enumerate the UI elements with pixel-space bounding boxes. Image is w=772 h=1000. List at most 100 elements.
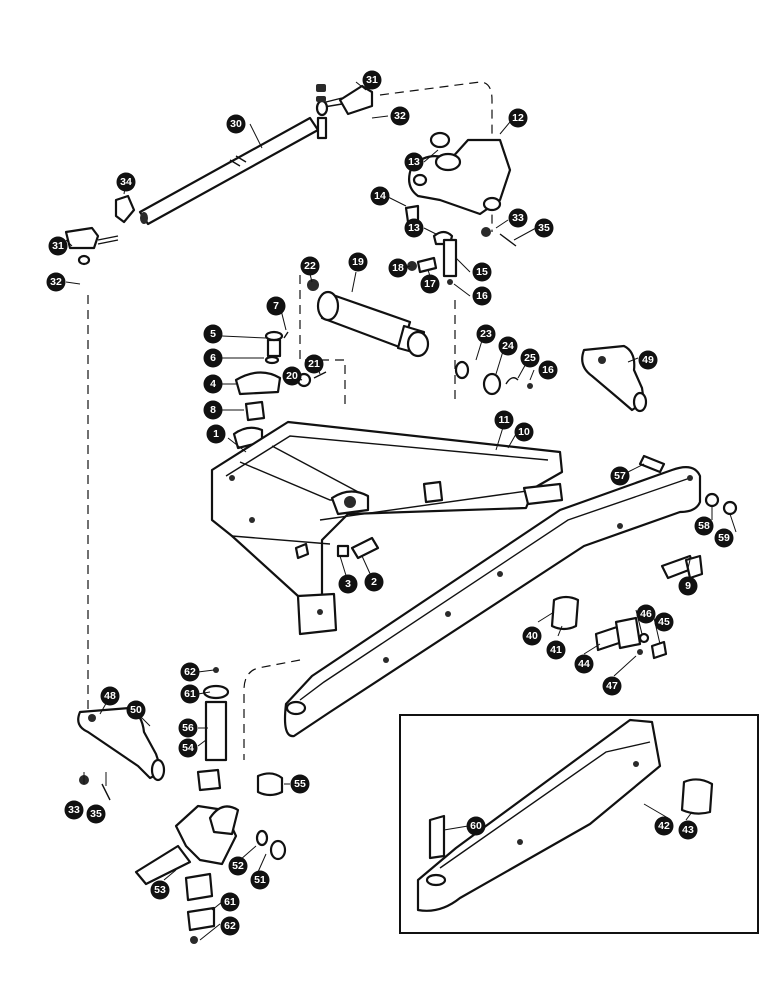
callout-20: 20 [282, 366, 302, 386]
callout-35-left: 35 [86, 804, 106, 824]
callout-13-bottom: 13 [404, 218, 424, 238]
svg-text:49: 49 [642, 354, 654, 366]
callout-3: 3 [338, 574, 358, 594]
steering-arm-bracket [404, 131, 517, 247]
svg-text:14: 14 [374, 190, 386, 202]
callout-35-right: 35 [534, 218, 554, 238]
callout-16-right: 16 [538, 360, 558, 380]
svg-text:52: 52 [232, 860, 244, 872]
svg-text:13: 13 [408, 156, 420, 168]
callout-54: 54 [178, 738, 198, 758]
tie-rod-end-left [64, 194, 136, 266]
svg-text:22: 22 [304, 260, 316, 272]
callout-2: 2 [364, 572, 384, 592]
callout-5: 5 [203, 324, 223, 344]
svg-text:55: 55 [294, 778, 306, 790]
callout-47: 47 [602, 676, 622, 696]
svg-text:34: 34 [120, 176, 132, 188]
callout-25: 25 [520, 348, 540, 368]
callout-14: 14 [370, 186, 390, 206]
svg-text:43: 43 [682, 824, 694, 836]
steering-cylinder [307, 279, 430, 358]
svg-text:13: 13 [408, 222, 420, 234]
svg-text:61: 61 [184, 688, 196, 700]
svg-text:32: 32 [394, 110, 406, 122]
svg-text:11: 11 [498, 414, 509, 426]
callout-48: 48 [100, 686, 120, 706]
callout-24: 24 [498, 336, 518, 356]
callout-4: 4 [203, 374, 223, 394]
svg-text:8: 8 [210, 404, 216, 416]
svg-text:3: 3 [345, 578, 351, 590]
callout-11: 11 [494, 410, 514, 430]
svg-text:12: 12 [512, 112, 524, 124]
svg-text:62: 62 [224, 920, 236, 932]
svg-text:33: 33 [512, 212, 524, 224]
svg-text:5: 5 [210, 328, 216, 340]
spindle-assembly [134, 667, 287, 944]
svg-text:47: 47 [606, 680, 618, 692]
svg-text:18: 18 [392, 262, 404, 274]
svg-text:35: 35 [90, 808, 102, 820]
callout-51: 51 [250, 870, 270, 890]
svg-text:35: 35 [538, 222, 550, 234]
svg-text:10: 10 [518, 426, 530, 438]
svg-text:9: 9 [685, 580, 691, 592]
callout-15: 15 [472, 262, 492, 282]
svg-text:16: 16 [542, 364, 554, 376]
centre-hardware [232, 330, 327, 450]
callout-33-left: 33 [64, 800, 84, 820]
callout-52: 52 [228, 856, 248, 876]
svg-text:62: 62 [184, 666, 196, 678]
svg-text:42: 42 [658, 820, 670, 832]
svg-text:57: 57 [614, 470, 626, 482]
callout-46: 46 [636, 604, 656, 624]
svg-text:59: 59 [718, 532, 730, 544]
callout-57: 57 [610, 466, 630, 486]
svg-text:51: 51 [254, 874, 266, 886]
frame-bolts [294, 536, 380, 560]
callout-23: 23 [476, 324, 496, 344]
callout-17: 17 [420, 274, 440, 294]
callout-61-top: 61 [180, 684, 200, 704]
callout-62-bottom: 62 [220, 916, 240, 936]
svg-text:45: 45 [658, 616, 670, 628]
svg-text:58: 58 [698, 520, 710, 532]
callout-6: 6 [203, 348, 223, 368]
svg-text:23: 23 [480, 328, 492, 340]
svg-text:1: 1 [213, 428, 219, 440]
svg-text:50: 50 [130, 704, 142, 716]
svg-text:15: 15 [476, 266, 488, 278]
svg-text:40: 40 [526, 630, 538, 642]
callout-12: 12 [508, 108, 528, 128]
svg-text:44: 44 [578, 658, 590, 670]
svg-text:31: 31 [366, 74, 378, 86]
axle-support-frame [210, 420, 564, 636]
svg-text:20: 20 [286, 370, 298, 382]
callout-44: 44 [574, 654, 594, 674]
svg-text:41: 41 [550, 644, 562, 656]
callout-32-left: 32 [46, 272, 66, 292]
right-steering-arm [581, 344, 648, 413]
callout-50: 50 [126, 700, 146, 720]
callout-7: 7 [266, 296, 286, 316]
callout-61-bottom: 61 [220, 892, 240, 912]
callout-40: 40 [522, 626, 542, 646]
svg-text:30: 30 [230, 118, 242, 130]
callout-55: 55 [290, 774, 310, 794]
tie-rod [138, 116, 320, 226]
callout-43: 43 [678, 820, 698, 840]
svg-text:56: 56 [182, 722, 194, 734]
svg-text:25: 25 [524, 352, 536, 364]
callout-60-inset: 60 [466, 816, 486, 836]
callout-10: 10 [514, 422, 534, 442]
svg-text:24: 24 [502, 340, 514, 352]
callout-31-top: 31 [362, 70, 382, 90]
svg-text:60: 60 [470, 820, 482, 832]
callout-16-top: 16 [472, 286, 492, 306]
svg-text:16: 16 [476, 290, 488, 302]
callout-49: 49 [638, 350, 658, 370]
svg-text:61: 61 [224, 896, 236, 908]
callout-45: 45 [654, 612, 674, 632]
svg-text:6: 6 [210, 352, 216, 364]
